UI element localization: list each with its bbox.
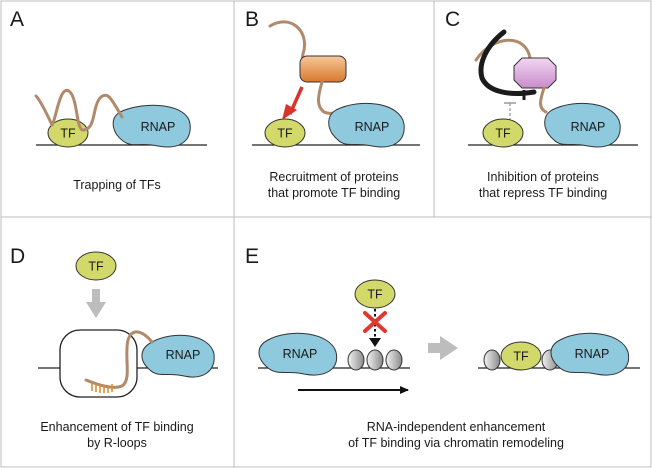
tf-label: TF [60, 127, 76, 141]
panel-b-caption-line-1: Recruitment of proteins [269, 170, 398, 184]
panel-b-letter: B [245, 8, 259, 31]
rna-dna-hybrid [91, 383, 113, 393]
panel-e: E RNAP TF TF RNAP RNA-independent enhanc… [245, 245, 640, 450]
transition-arrow-shaft [428, 343, 440, 353]
panel-b-caption-line-2: that promote TF binding [268, 186, 401, 200]
repressor-protein [513, 57, 557, 89]
nucleosome [385, 349, 403, 371]
rnap-label: RNAP [571, 120, 606, 134]
blocked-cross [363, 311, 387, 333]
rnap-enzyme [112, 104, 191, 148]
rnap-label: RNAP [166, 348, 201, 362]
rnap-enzyme [328, 102, 405, 148]
panel-a-caption-line-1: Trapping of TFs [73, 178, 161, 192]
panel-b: B TF RNAP Recruitment of proteins that p… [245, 8, 420, 200]
tf-protein [354, 279, 396, 309]
rnap-label: RNAP [355, 120, 390, 134]
panel-d-letter: D [10, 245, 25, 268]
rna-strand [34, 88, 124, 132]
tf-protein [75, 251, 117, 281]
panel-d-caption-line-1: Enhancement of TF binding [40, 420, 193, 434]
binding-arrow-head [86, 302, 106, 318]
rnap-label: RNAP [141, 120, 176, 134]
panel-e-caption-line-1: RNA-independent enhancement [367, 420, 546, 434]
nucleosome [366, 349, 384, 371]
panel-b-frame [233, 0, 435, 218]
panel-e-frame [233, 216, 652, 468]
blocked-binding-arrow-head [369, 338, 381, 347]
panel-c-caption-line-2: that repress TF binding [479, 186, 607, 200]
binding-arrow-shaft [92, 289, 100, 303]
tf-label: TF [277, 127, 293, 141]
activator-protein [299, 55, 347, 83]
panel-a-letter: A [10, 8, 24, 31]
panel-d-caption-line-2: by R-loops [87, 436, 147, 450]
rnap-enzyme [258, 332, 338, 376]
panel-a: A TF RNAP Trapping of TFs [10, 8, 207, 192]
recruitment-arrow-head [282, 104, 297, 120]
transition-arrow-head [440, 336, 458, 360]
panel-d: D TF RNAP Enhancement of TF binding by R… [10, 245, 218, 450]
rnap-label: RNAP [283, 347, 318, 361]
r-loop-box [59, 329, 138, 398]
panel-e-letter: E [245, 245, 259, 268]
nucleosome [483, 349, 501, 371]
panel-c-letter: C [445, 8, 460, 31]
inhibitory-rna [478, 29, 537, 96]
rnap-enzyme [550, 332, 630, 376]
tf-label: TF [367, 288, 383, 302]
tf-protein [264, 118, 306, 148]
tf-label: TF [88, 260, 104, 274]
nucleosome-array [347, 349, 403, 371]
panel-e-caption-line-2: of TF binding via chromatin remodeling [348, 436, 564, 450]
rnap-label: RNAP [575, 347, 610, 361]
tf-label: TF [513, 350, 529, 364]
rnap-enzyme [544, 102, 621, 148]
rnap-enzyme [141, 334, 215, 378]
panel-c-caption-line-1: Inhibition of proteins [487, 170, 599, 184]
rna-strand-tail [539, 86, 548, 114]
tf-protein [500, 341, 542, 371]
nucleosome [347, 349, 365, 371]
panel-c: C TF RNAP Inhibition of proteins that re… [445, 8, 638, 200]
tf-protein [482, 118, 524, 148]
tf-label: TF [495, 127, 511, 141]
